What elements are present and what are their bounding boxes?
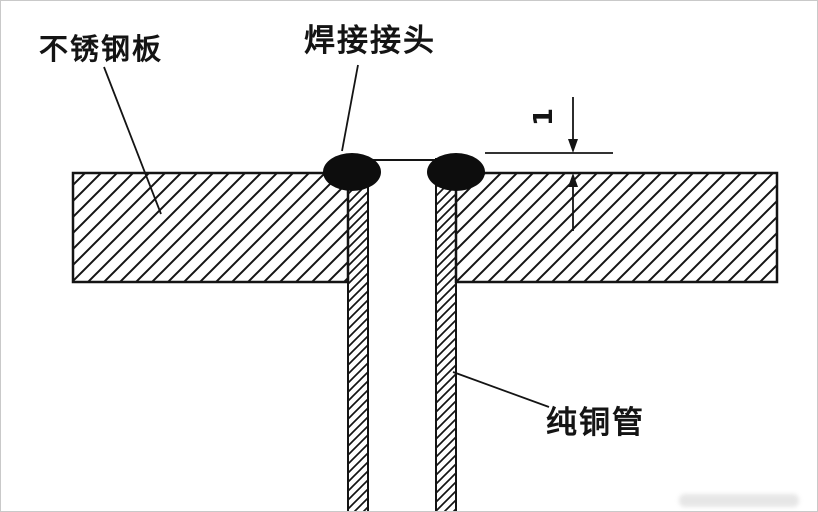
weld-beads <box>323 153 485 191</box>
plate-right-section <box>454 171 779 284</box>
leader-line-tube <box>452 371 550 408</box>
tube-section <box>347 158 457 511</box>
dimension-arrow-down <box>568 139 578 153</box>
tube-wall-right <box>435 158 457 511</box>
watermark <box>679 494 799 507</box>
weld-bead-right <box>427 153 485 191</box>
dimension-arrow-up <box>568 173 578 187</box>
dimension-value-label: 1 <box>529 108 559 126</box>
leader-line-weld <box>341 64 359 152</box>
text-labels: 不锈钢板 焊接接头 纯铜管 <box>39 23 645 441</box>
plate-label: 不锈钢板 <box>39 32 163 66</box>
plate-left-section <box>71 171 350 284</box>
leader-lines <box>103 64 550 408</box>
leader-line-plate <box>103 66 162 215</box>
tube-wall-left <box>347 158 369 511</box>
plate-section <box>71 171 779 284</box>
weld-bead-left <box>323 153 381 191</box>
tube-bore <box>368 159 436 511</box>
weld-joint-label: 焊接接头 <box>304 23 436 59</box>
dimension-callout: 1 <box>485 97 613 231</box>
copper-tube-label: 纯铜管 <box>546 405 645 441</box>
